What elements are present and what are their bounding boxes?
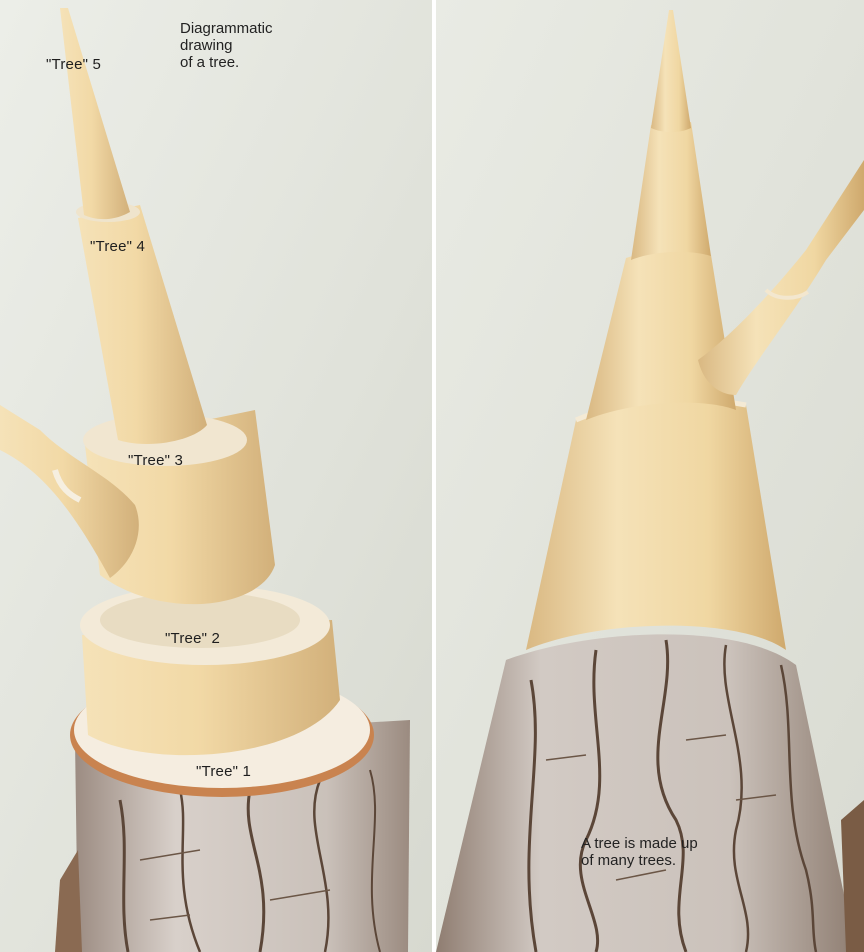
caption-line: drawing — [180, 37, 273, 54]
caption-line: A tree is made up — [581, 835, 698, 852]
tree2-segment — [80, 585, 340, 755]
right-panel-tree: A tree is made up of many trees. — [436, 0, 864, 952]
label-tree1: "Tree" 1 — [196, 763, 251, 780]
caption-line: of a tree. — [180, 54, 273, 71]
left-diagram-drawing — [0, 0, 432, 952]
tree-caption: A tree is made up of many trees. — [581, 835, 698, 869]
diagram-caption: Diagrammatic drawing of a tree. — [180, 20, 273, 71]
right-tree-drawing — [436, 0, 864, 952]
label-tree4: "Tree" 4 — [90, 238, 145, 255]
label-tree3: "Tree" 3 — [128, 452, 183, 469]
left-panel-diagram: Diagrammatic drawing of a tree. "Tree" 5… — [0, 0, 432, 952]
label-tree5: "Tree" 5 — [46, 56, 101, 73]
label-tree2: "Tree" 2 — [165, 630, 220, 647]
caption-line: of many trees. — [581, 852, 698, 869]
caption-line: Diagrammatic — [180, 20, 273, 37]
